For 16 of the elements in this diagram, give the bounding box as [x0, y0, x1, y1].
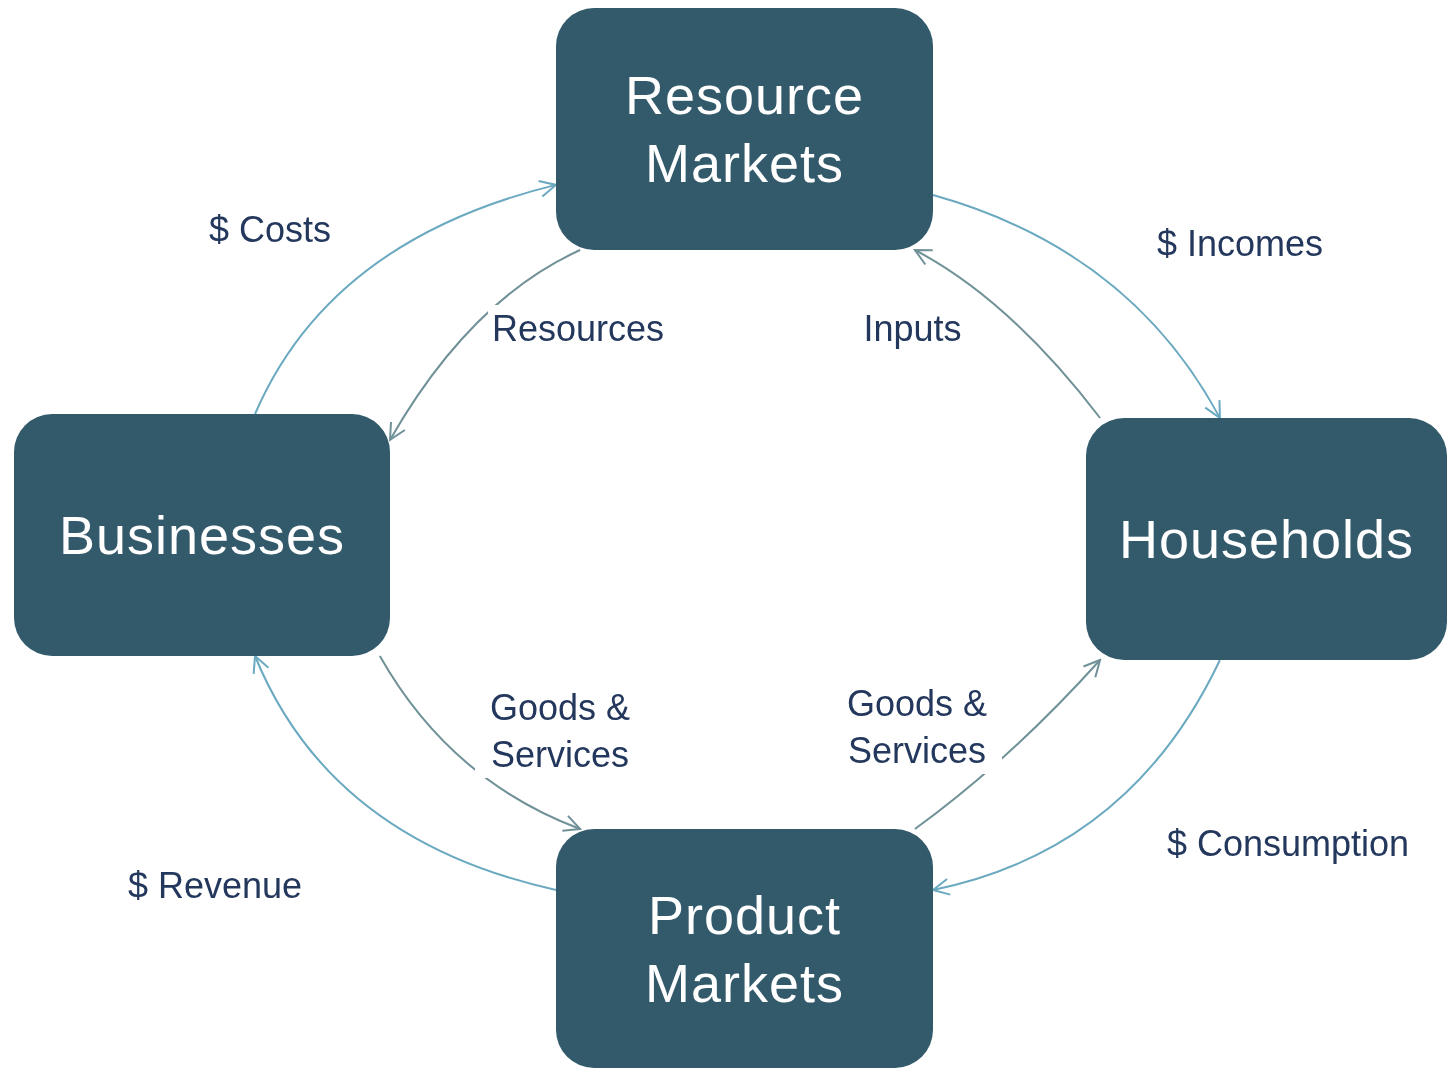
box-label: Resource Markets [623, 64, 866, 195]
box-label: Product Markets [643, 883, 845, 1015]
box-label: Businesses [58, 504, 346, 567]
process-box [1086, 418, 1447, 660]
process-box [556, 8, 933, 250]
process-box [556, 829, 933, 1068]
arrow [254, 180, 557, 415]
arrow [253, 655, 557, 891]
arrow [932, 659, 1221, 895]
arrow [913, 659, 1102, 830]
arrow [932, 194, 1221, 419]
arrow [913, 249, 1102, 419]
process-box [14, 414, 390, 656]
arrow [378, 655, 582, 832]
arrow [389, 249, 582, 441]
box-label: Households [1118, 508, 1415, 571]
